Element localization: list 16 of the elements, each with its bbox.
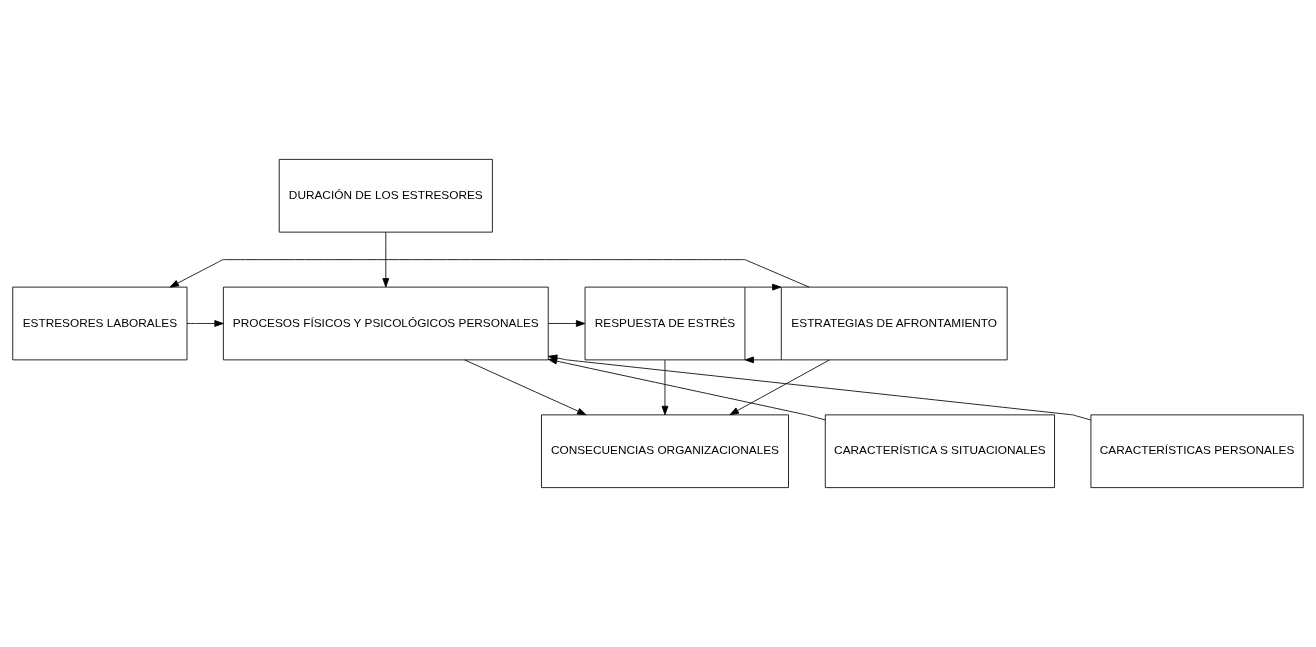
node-box: DURACIÓN DE LOS ESTRESORES (278, 158, 493, 233)
node-box: PROCESOS FÍSICOS Y PSICOLÓGICOS PERSONALES (222, 286, 549, 361)
node-box: CARACTERÍSTICA S SITUACIONALES (824, 414, 1055, 489)
arrow (661, 359, 669, 416)
arrow (744, 356, 782, 364)
node-box: CARACTERÍSTICAS PERSONALES (1090, 414, 1304, 489)
arrow (744, 283, 782, 291)
node-box: CONSECUENCIAS ORGANIZACIONALES (541, 414, 789, 489)
arrow (169, 259, 810, 288)
arrow (382, 231, 390, 288)
node-box: RESPUESTA DE ESTRÉS (584, 286, 746, 361)
arrow (729, 359, 830, 416)
node-box: ESTRATEGIAS DE AFRONTAMIENTO (780, 286, 1008, 361)
arrow (186, 320, 224, 327)
arrow (548, 320, 586, 327)
node-box: ESTRESORES LABORALES (12, 286, 188, 361)
